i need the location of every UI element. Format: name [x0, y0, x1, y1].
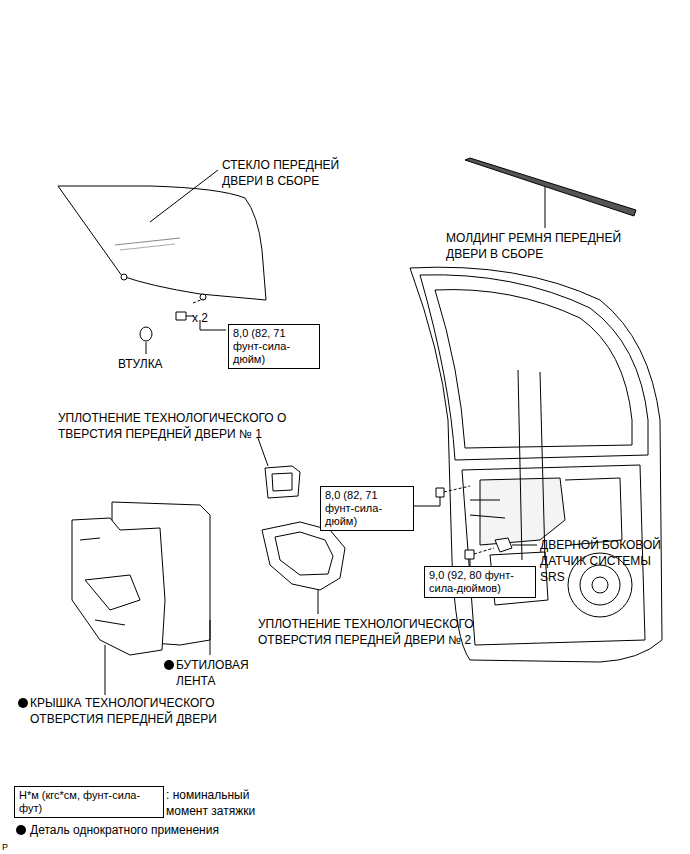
single-use-bullet	[18, 698, 28, 708]
single-use-bullet	[164, 660, 174, 670]
part-label: ДВЕРНОЙ БОКОВОЙ ДАТЧИК СИСТЕМЫ SRS	[540, 537, 675, 585]
torque-value: 9,0 (92, 80 фунт-сила-дюймов)	[429, 569, 531, 595]
part-label: УПЛОТНЕНИЕ ТЕХНОЛОГИЧЕСКОГО О ТВЕРСТИЯ П…	[58, 410, 288, 442]
part-name: СТЕКЛО ПЕРЕДНЕЙ ДВЕРИ В СБОРЕ	[222, 158, 339, 188]
torque-box: 9,0 (92, 80 фунт-сила-дюймов)	[424, 566, 536, 598]
part-name: УПЛОТНЕНИЕ ТЕХНОЛОГИЧЕСКОГО О ТВЕРСТИЯ П…	[58, 411, 286, 441]
part-label: УПЛОТНЕНИЕ ТЕХНОЛОГИЧЕСКОГО ОТВЕРСТИЯ ПЕ…	[258, 616, 513, 648]
part-name: ДВЕРНОЙ БОКОВОЙ ДАТЧИК СИСТЕМЫ SRS	[540, 538, 661, 584]
torque-box: 8,0 (82, 71 фунт-сила-дюйм)	[228, 324, 320, 369]
part-label: МОЛДИНГ РЕМНЯ ПЕРЕДНЕЙ ДВЕРИ В СБОРЕ	[446, 230, 651, 262]
part-name: МОЛДИНГ РЕМНЯ ПЕРЕДНЕЙ ДВЕРИ В СБОРЕ	[446, 231, 621, 261]
part-label: КРЫШКА ТЕХНОЛОГИЧЕСКОГО ОТВЕРСТИЯ ПЕРЕДН…	[30, 695, 275, 727]
legend-bullet	[16, 825, 26, 835]
legend-entry: Деталь однократного применения	[30, 822, 219, 838]
part-label: P	[2, 842, 22, 853]
torque-value: Н*м (кгс*см, фунт-сила-фут)	[19, 789, 159, 815]
torque-box: 8,0 (82, 71 фунт-сила-дюйм)	[320, 486, 414, 531]
legend-torque-box: Н*м (кгс*см, фунт-сила-фут)	[14, 786, 164, 818]
part-label: БУТИЛОВАЯ ЛЕНТА	[176, 657, 271, 689]
part-name: x 2	[192, 311, 208, 325]
part-name: КРЫШКА ТЕХНОЛОГИЧЕСКОГО ОТВЕРСТИЯ ПЕРЕДН…	[30, 696, 217, 726]
torque-value: 8,0 (82, 71 фунт-сила-дюйм)	[233, 327, 315, 366]
part-name: : номинальный момент затяжки	[166, 788, 255, 818]
part-name: УПЛОТНЕНИЕ ТЕХНОЛОГИЧЕСКОГО ОТВЕРСТИЯ ПЕ…	[258, 617, 474, 647]
legend-text: Деталь однократного применения	[30, 823, 219, 837]
torque-value: 8,0 (82, 71 фунт-сила-дюйм)	[325, 489, 409, 528]
part-name: P	[2, 842, 8, 852]
part-label: ВТУЛКА	[118, 356, 198, 372]
part-label: : номинальный момент затяжки	[166, 787, 286, 819]
part-label: x 2	[192, 310, 232, 326]
part-label: СТЕКЛО ПЕРЕДНЕЙ ДВЕРИ В СБОРЕ	[222, 157, 362, 189]
part-name: БУТИЛОВАЯ ЛЕНТА	[176, 658, 249, 688]
part-name: ВТУЛКА	[118, 357, 163, 371]
